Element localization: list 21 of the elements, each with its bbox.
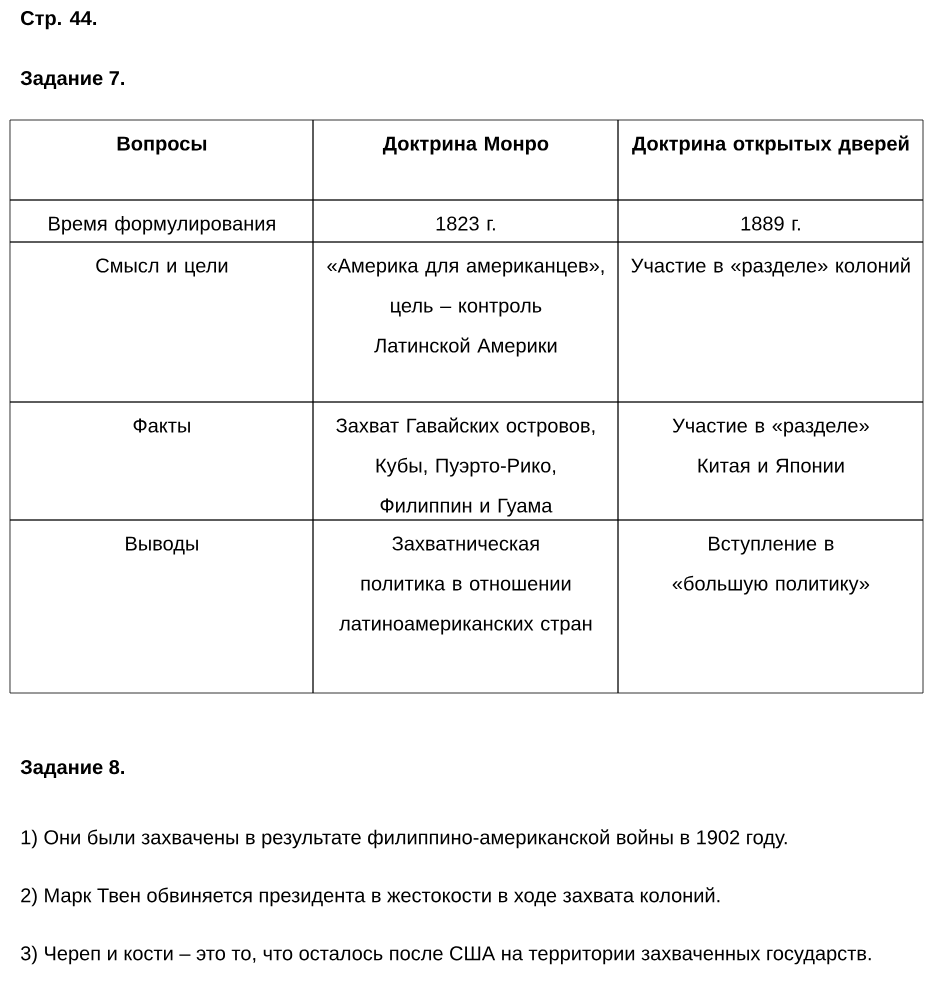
- table-cell: Факты: [9, 401, 314, 521]
- answer-text: 3) Череп и кости – это то, что осталось после США на территории захваченных государств.: [20, 945, 871, 965]
- table-cell: Смысл и цели: [9, 241, 314, 403]
- table-cell: «Америка для американцев», цель – контроль Латинской Америки: [312, 241, 619, 403]
- table-cell: 1823 г.: [312, 199, 619, 243]
- answer-text: 1) Они были захвачены в результате филиппино-американской войны в 1902 году.: [21, 829, 787, 849]
- table-header-cell: Вопросы: [9, 119, 314, 201]
- table-cell: Захват Гавайских островов, Кубы, Пуэрто-Рико, Филиппин и Гуама: [312, 401, 619, 521]
- answer-text: 2) Марк Твен обвиняется президента в жестокости в ходе захвата колоний.: [21, 887, 720, 907]
- table-header-cell: Доктрина Монро: [312, 119, 619, 201]
- table-cell: 1889 г.: [617, 199, 924, 243]
- table-cell: Вступление в «большую политику»: [617, 519, 924, 694]
- table-cell: Участие в «разделе» Китая и Японии: [617, 401, 924, 521]
- heading: Задание 8.: [20, 760, 124, 778]
- table-cell: Участие в «разделе» колоний: [617, 241, 924, 403]
- table-cell: Выводы: [9, 519, 314, 694]
- table-header-cell: Доктрина открытых дверей: [617, 119, 924, 201]
- heading: Стр. 44.: [21, 11, 97, 30]
- table-cell: Время формулирования: [9, 199, 314, 243]
- table-cell: Захватническая политика в отношении латиноамериканских стран: [312, 519, 619, 694]
- heading: Задание 7.: [20, 71, 124, 89]
